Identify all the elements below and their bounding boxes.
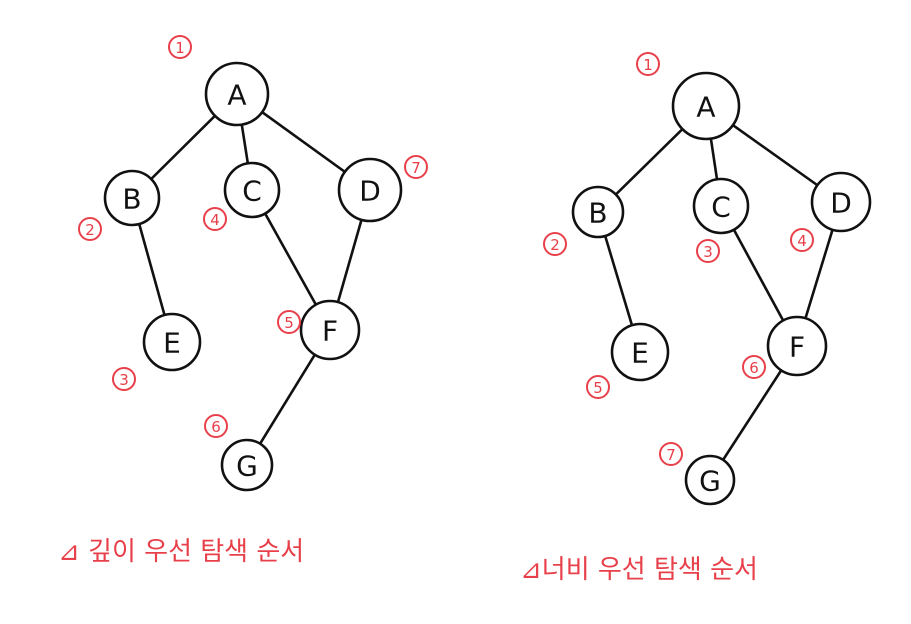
order-badge-d: 4 [790, 228, 814, 252]
node-g: G [684, 454, 736, 506]
node-circle [692, 177, 750, 235]
node-circle [204, 61, 270, 127]
node-label: B [122, 183, 141, 216]
dfs-diagram: A 1B 2 C 4 D 7E 3 F 5G6 [78, 35, 428, 492]
node-b: B [571, 185, 625, 239]
order-number: 7 [411, 159, 421, 177]
order-circle [204, 414, 228, 438]
order-number: 3 [119, 371, 129, 389]
order-number: 5 [284, 314, 294, 332]
order-badge-a: 1 [636, 52, 660, 76]
order-number: 4 [797, 232, 807, 250]
node-circle [103, 169, 161, 227]
order-badge-c: 3 [696, 239, 720, 263]
node-f: F [299, 299, 361, 361]
order-circle [636, 52, 660, 76]
node-label: C [711, 191, 731, 224]
order-circle [112, 367, 136, 391]
node-circle [684, 454, 736, 506]
node-circle [220, 438, 274, 492]
order-badge-e: 3 [112, 367, 136, 391]
node-label: E [631, 337, 649, 370]
node-label: E [163, 327, 181, 360]
node-circle [299, 299, 361, 361]
order-number: 3 [703, 243, 713, 261]
order-circle [543, 232, 567, 256]
node-label: A [227, 79, 246, 112]
order-badge-b: 2 [543, 232, 567, 256]
order-number: 1 [175, 39, 185, 57]
node-circle [571, 185, 625, 239]
node-e: E [142, 312, 202, 372]
order-badge-f: 5 [277, 310, 301, 334]
node-e: E [610, 322, 670, 382]
node-label: D [830, 187, 852, 220]
node-circle [223, 161, 281, 219]
order-badge-c: 4 [203, 207, 227, 231]
node-label: G [236, 450, 258, 483]
order-badge-f: 6 [742, 355, 766, 379]
node-label: F [789, 331, 805, 364]
bfs-caption: ⊿너비 우선 탐색 순서 [520, 555, 758, 585]
dfs-caption: ⊿ 깊이 우선 탐색 순서 [58, 537, 304, 567]
order-circle [404, 155, 428, 179]
node-d: D [810, 171, 872, 233]
node-c: C [223, 161, 281, 219]
node-d: D [337, 157, 403, 223]
node-circle [810, 171, 872, 233]
node-g: G [220, 438, 274, 492]
order-circle [168, 35, 192, 59]
node-label: D [359, 175, 381, 208]
order-number: 2 [85, 221, 95, 239]
node-label: B [588, 197, 607, 230]
node-circle [610, 322, 670, 382]
order-number: 6 [749, 359, 759, 377]
order-number: 2 [550, 236, 560, 254]
node-label: C [242, 175, 262, 208]
node-circle [766, 315, 828, 377]
order-badge-d: 7 [404, 155, 428, 179]
node-label: A [696, 91, 715, 124]
node-b: B [103, 169, 161, 227]
order-badge-g: 7 [659, 442, 683, 466]
node-circle [142, 312, 202, 372]
node-a: A [671, 71, 741, 141]
order-badge-b: 2 [78, 217, 102, 241]
order-circle [586, 375, 610, 399]
node-c: C [692, 177, 750, 235]
order-number: 4 [210, 211, 220, 229]
node-label: F [322, 315, 338, 348]
order-circle [790, 228, 814, 252]
order-circle [742, 355, 766, 379]
order-badge-a: 1 [168, 35, 192, 59]
order-number: 6 [211, 418, 221, 436]
order-circle [696, 239, 720, 263]
order-circle [203, 207, 227, 231]
order-number: 1 [643, 56, 653, 74]
bfs-diagram: A 1B 2 C 3 D 4E 5 F 6G 7 [543, 52, 872, 506]
node-circle [337, 157, 403, 223]
order-circle [659, 442, 683, 466]
node-f: F [766, 315, 828, 377]
node-a: A [204, 61, 270, 127]
node-label: G [699, 465, 721, 498]
order-circle [277, 310, 301, 334]
order-badge-g: 6 [204, 414, 228, 438]
order-badge-e: 5 [586, 375, 610, 399]
node-circle [671, 71, 741, 141]
order-number: 5 [593, 379, 603, 397]
order-circle [78, 217, 102, 241]
order-number: 7 [666, 446, 676, 464]
